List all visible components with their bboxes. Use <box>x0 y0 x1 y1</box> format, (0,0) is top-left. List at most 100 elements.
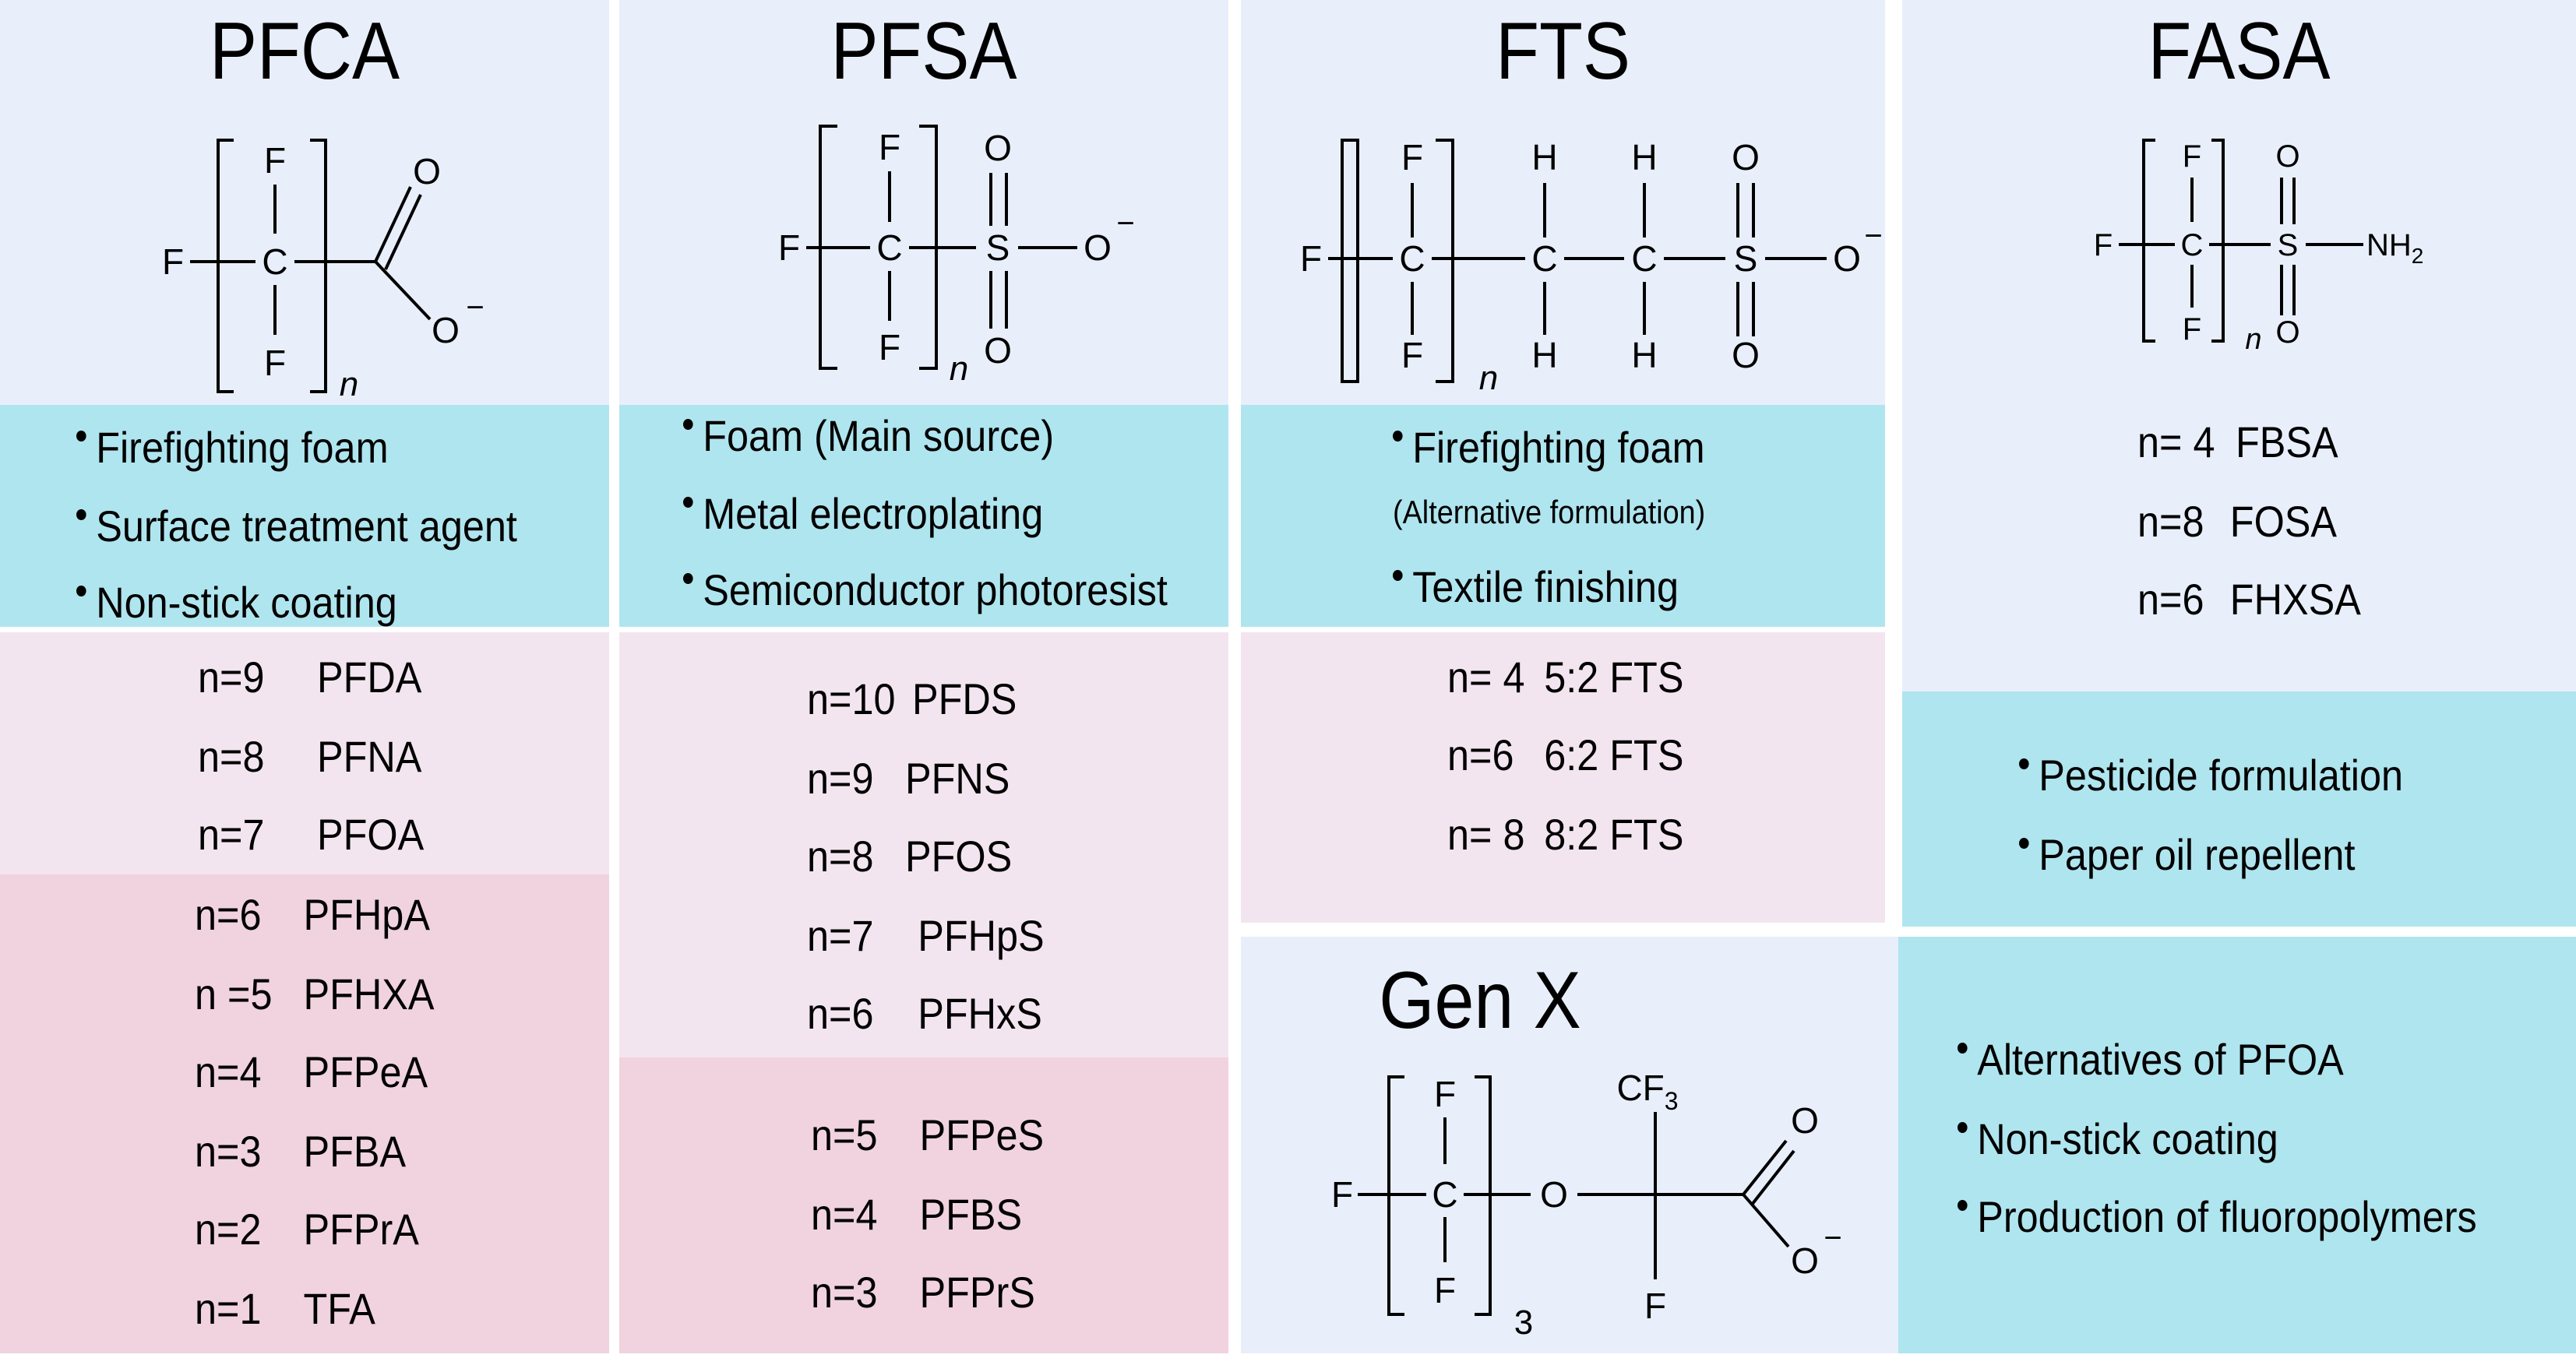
pfca-use-item: Non-stick coating <box>76 581 397 624</box>
svg-text:−: − <box>1116 206 1134 241</box>
svg-text:O: O <box>2275 315 2299 350</box>
svg-text:O: O <box>1732 335 1760 375</box>
pfsa-structure: F C F F S O O O − n <box>778 125 1135 388</box>
fts-header-panel: FTS F C F F C H H C H H S O O O − n <box>1241 0 1885 405</box>
pfsa-use-item: Metal electroplating <box>683 492 1043 536</box>
pfca-atom-o-double: O <box>413 151 441 192</box>
bullet-icon <box>1393 431 1403 442</box>
fasa-use-item: Paper oil repellent <box>2019 833 2355 877</box>
fasa-title: FASA <box>2148 6 2331 97</box>
svg-text:S: S <box>986 227 1010 268</box>
svg-text:O: O <box>1732 137 1760 178</box>
svg-text:O: O <box>1791 1100 1819 1141</box>
svg-text:F: F <box>879 327 900 368</box>
svg-text:F: F <box>1331 1174 1353 1215</box>
fts-use-note: (Alternative formulation) <box>1393 494 1706 530</box>
bullet-icon <box>1393 570 1403 581</box>
pfca-structure: F C F F O O − n <box>162 139 485 403</box>
svg-text:O: O <box>1540 1174 1568 1215</box>
svg-text:F: F <box>1401 335 1423 375</box>
svg-text:F: F <box>2094 228 2113 262</box>
pfsa-title: PFSA <box>830 6 1017 97</box>
svg-text:F: F <box>1434 1074 1456 1114</box>
svg-text:F: F <box>2183 312 2201 347</box>
svg-text:−: − <box>1824 1221 1841 1255</box>
genx-use-item: Production of fluoropolymers <box>1958 1195 2477 1239</box>
bullet-icon <box>683 419 693 430</box>
svg-text:O: O <box>984 330 1012 371</box>
svg-text:C: C <box>1399 238 1425 279</box>
genx-use-item: Alternatives of PFOA <box>1958 1038 2344 1082</box>
genx-uses-panel: Alternatives of PFOA Non-stick coating P… <box>1898 937 2576 1353</box>
svg-text:O: O <box>2275 139 2299 174</box>
svg-text:n: n <box>950 350 968 388</box>
fasa-uses-panel: Pesticide formulation Paper oil repellen… <box>1902 691 2576 927</box>
pfca-atom-f-bottom: F <box>264 343 286 383</box>
pfca-bracket-right <box>310 139 327 393</box>
genx-title: Gen X <box>1379 955 1581 1046</box>
svg-text:O: O <box>1791 1240 1819 1281</box>
svg-text:C: C <box>1631 238 1657 279</box>
bullet-icon <box>1958 1043 1968 1054</box>
svg-text:F: F <box>2183 139 2201 174</box>
svg-text:C: C <box>876 227 902 268</box>
pfca-subscript-n: n <box>340 365 358 403</box>
svg-text:F: F <box>1401 137 1423 178</box>
genx-structure: F C F F O CF3 F O O − 3 <box>1331 1068 1842 1342</box>
svg-text:F: F <box>1434 1270 1456 1311</box>
fts-uses-panel: Firefighting foam (Alternative formulati… <box>1241 405 1885 627</box>
svg-text:3: 3 <box>1514 1303 1533 1342</box>
pfsa-header-panel: PFSA F C F F S O O O − n <box>619 0 1228 405</box>
svg-text:O: O <box>1833 238 1861 279</box>
bullet-icon <box>76 431 86 442</box>
fasa-structure: F C F F S O O NH2 n <box>2094 139 2423 356</box>
bullet-icon <box>1958 1122 1968 1133</box>
svg-text:S: S <box>1734 238 1758 279</box>
pfca-charge: − <box>466 290 484 325</box>
fasa-use-item: Pesticide formulation <box>2019 754 2403 797</box>
svg-text:O: O <box>984 128 1012 168</box>
pfca-atom-f-top: F <box>264 140 286 181</box>
pfsa-uses-panel: Foam (Main source) Metal electroplating … <box>619 405 1228 627</box>
bullet-icon <box>683 573 693 584</box>
genx-use-item: Non-stick coating <box>1958 1117 2278 1161</box>
pfca-use-item: Firefighting foam <box>76 426 389 470</box>
svg-text:n: n <box>1479 359 1498 397</box>
pfca-bracket-left <box>217 139 234 393</box>
svg-text:H: H <box>1631 335 1657 375</box>
bullet-icon <box>1958 1200 1968 1211</box>
fts-title: FTS <box>1496 6 1630 97</box>
bullet-icon <box>683 497 693 508</box>
fts-use-item: Textile finishing <box>1393 565 1679 609</box>
fts-structure: F C F F C H H C H H S O O O − n <box>1300 137 1883 397</box>
bullet-icon <box>2019 838 2029 849</box>
bullet-icon <box>76 586 86 596</box>
svg-text:H: H <box>1531 137 1557 178</box>
